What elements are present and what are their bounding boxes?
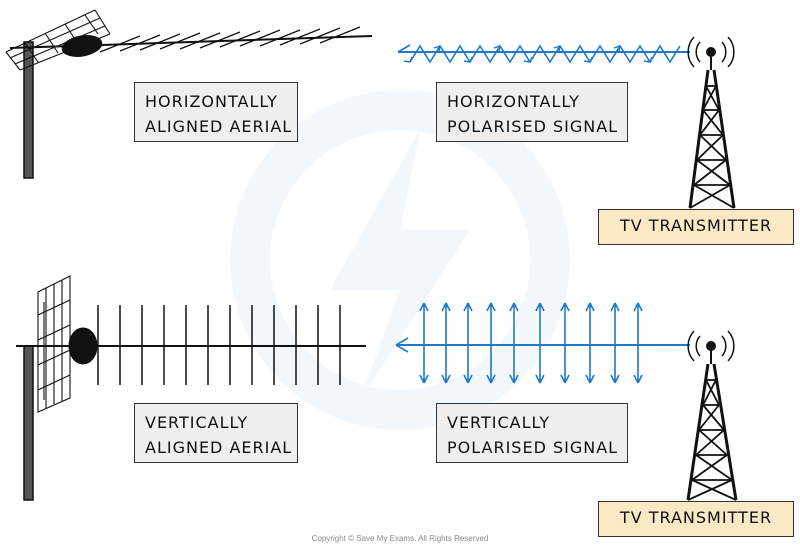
top-transmitter-label: TV TRANSMITTER xyxy=(598,209,794,245)
copyright-text: Copyright © Save My Exams. All Rights Re… xyxy=(311,534,489,543)
transmitter-tower-top xyxy=(687,36,736,209)
bottom-aerial-label-line2: ALIGNED AERIAL xyxy=(145,438,293,457)
horizontal-signal-wave xyxy=(397,44,690,64)
vertical-signal-wave xyxy=(395,302,690,384)
bottom-signal-label-line1: VERTICALLY xyxy=(447,413,551,432)
bottom-signal-label: VERTICALLY POLARISED SIGNAL xyxy=(436,403,628,463)
top-signal-label: HORIZONTALLY POLARISED SIGNAL xyxy=(436,82,628,142)
horizontal-aerial xyxy=(5,9,373,179)
vertical-aerial xyxy=(16,275,366,501)
top-aerial-label-line2: ALIGNED AERIAL xyxy=(145,117,293,136)
top-aerial-label: HORIZONTALLY ALIGNED AERIAL xyxy=(134,82,298,142)
bottom-aerial-label: VERTICALLY ALIGNED AERIAL xyxy=(134,403,298,463)
bottom-signal-label-line2: POLARISED SIGNAL xyxy=(447,438,619,457)
watermark-logo xyxy=(230,90,570,430)
top-aerial-label-line1: HORIZONTALLY xyxy=(145,92,278,111)
bottom-transmitter-label: TV TRANSMITTER xyxy=(598,501,794,537)
bottom-aerial-label-line1: VERTICALLY xyxy=(145,413,249,432)
top-signal-label-line1: HORIZONTALLY xyxy=(447,92,580,111)
transmitter-tower-bottom xyxy=(686,330,738,501)
top-signal-label-line2: POLARISED SIGNAL xyxy=(447,117,619,136)
